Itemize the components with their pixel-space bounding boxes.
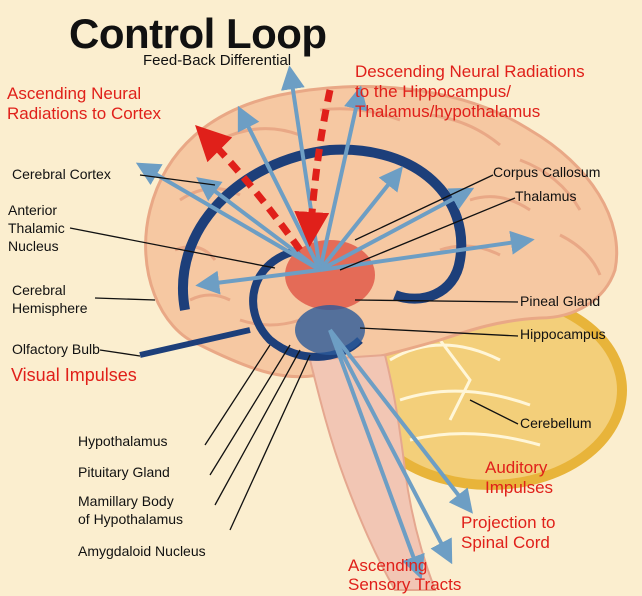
amygdaloid-nucleus-label: Amygdaloid Nucleus [78,543,206,560]
pineal-gland-label: Pineal Gland [520,293,600,310]
mamillary-body-label-line1: Mamillary Body [78,493,174,510]
visual-impulses-label: Visual Impulses [11,366,137,385]
corpus-callosum-label: Corpus Callosum [493,164,600,181]
ascending-neural-label-line1: Ascending Neural [7,84,141,103]
ascending-sensory-label-line2: Sensory Tracts [348,575,461,594]
descending-label-line2: to the Hippocampus/ [355,82,511,101]
auditory-label-line1: Auditory [485,458,547,477]
mamillary-body-label-line2: of Hypothalamus [78,511,183,528]
pituitary-gland-label: Pituitary Gland [78,464,170,481]
descending-label-line3: Thalamus/hypothalamus [355,102,540,121]
projection-label-line1: Projection to [461,513,556,532]
ascending-sensory-label-line1: Ascending [348,556,427,575]
descending-label-line1: Descending Neural Radiations [355,62,585,81]
hypothalamus-label: Hypothalamus [78,433,168,450]
cerebral-cortex-label: Cerebral Cortex [12,166,111,183]
cerebellum-label: Cerebellum [520,415,592,432]
thalamus-label: Thalamus [515,188,576,205]
anterior-thalamic-label-line1: Anterior [8,202,57,219]
cerebral-hemisphere-label-line2: Hemisphere [12,300,87,317]
anterior-thalamic-label-line3: Nucleus [8,238,59,255]
diagram-subtitle: Feed-Back Differential [143,52,291,69]
anterior-thalamic-label-line2: Thalamic [8,220,65,237]
cerebral-hemisphere-label-line1: Cerebral [12,282,66,299]
olfactory-bulb-label: Olfactory Bulb [12,341,100,358]
auditory-label-line2: Impulses [485,478,553,497]
hippocampus-label: Hippocampus [520,326,606,343]
projection-label-line2: Spinal Cord [461,533,550,552]
ascending-neural-label-line2: Radiations to Cortex [7,104,161,123]
diagram-title: Control Loop [69,12,327,56]
